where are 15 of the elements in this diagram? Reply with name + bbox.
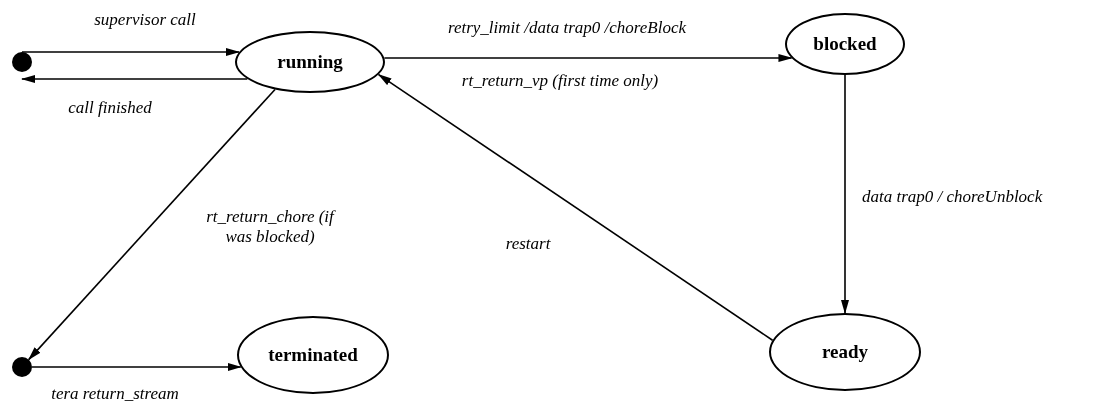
transition-label: retry_limit /data trap0 /choreBlock bbox=[447, 18, 687, 38]
state-name: ready bbox=[821, 341, 869, 363]
state-name: running bbox=[277, 51, 343, 73]
transition-arrow bbox=[21, 75, 249, 83]
transition-arrow bbox=[841, 74, 849, 314]
state-name: terminated bbox=[268, 344, 358, 366]
state-name: blocked bbox=[813, 33, 877, 55]
transition-arrow bbox=[21, 48, 240, 56]
transition-label: supervisor call bbox=[94, 10, 196, 30]
transition-label: data trap0 / choreUnblock bbox=[862, 187, 1043, 207]
transition-arrow bbox=[383, 54, 793, 62]
transition-label: rt_return_vp (first time only) bbox=[461, 71, 659, 91]
state-dot bbox=[12, 52, 32, 72]
transition-label: call finished bbox=[68, 98, 152, 118]
state-dot bbox=[12, 357, 32, 377]
